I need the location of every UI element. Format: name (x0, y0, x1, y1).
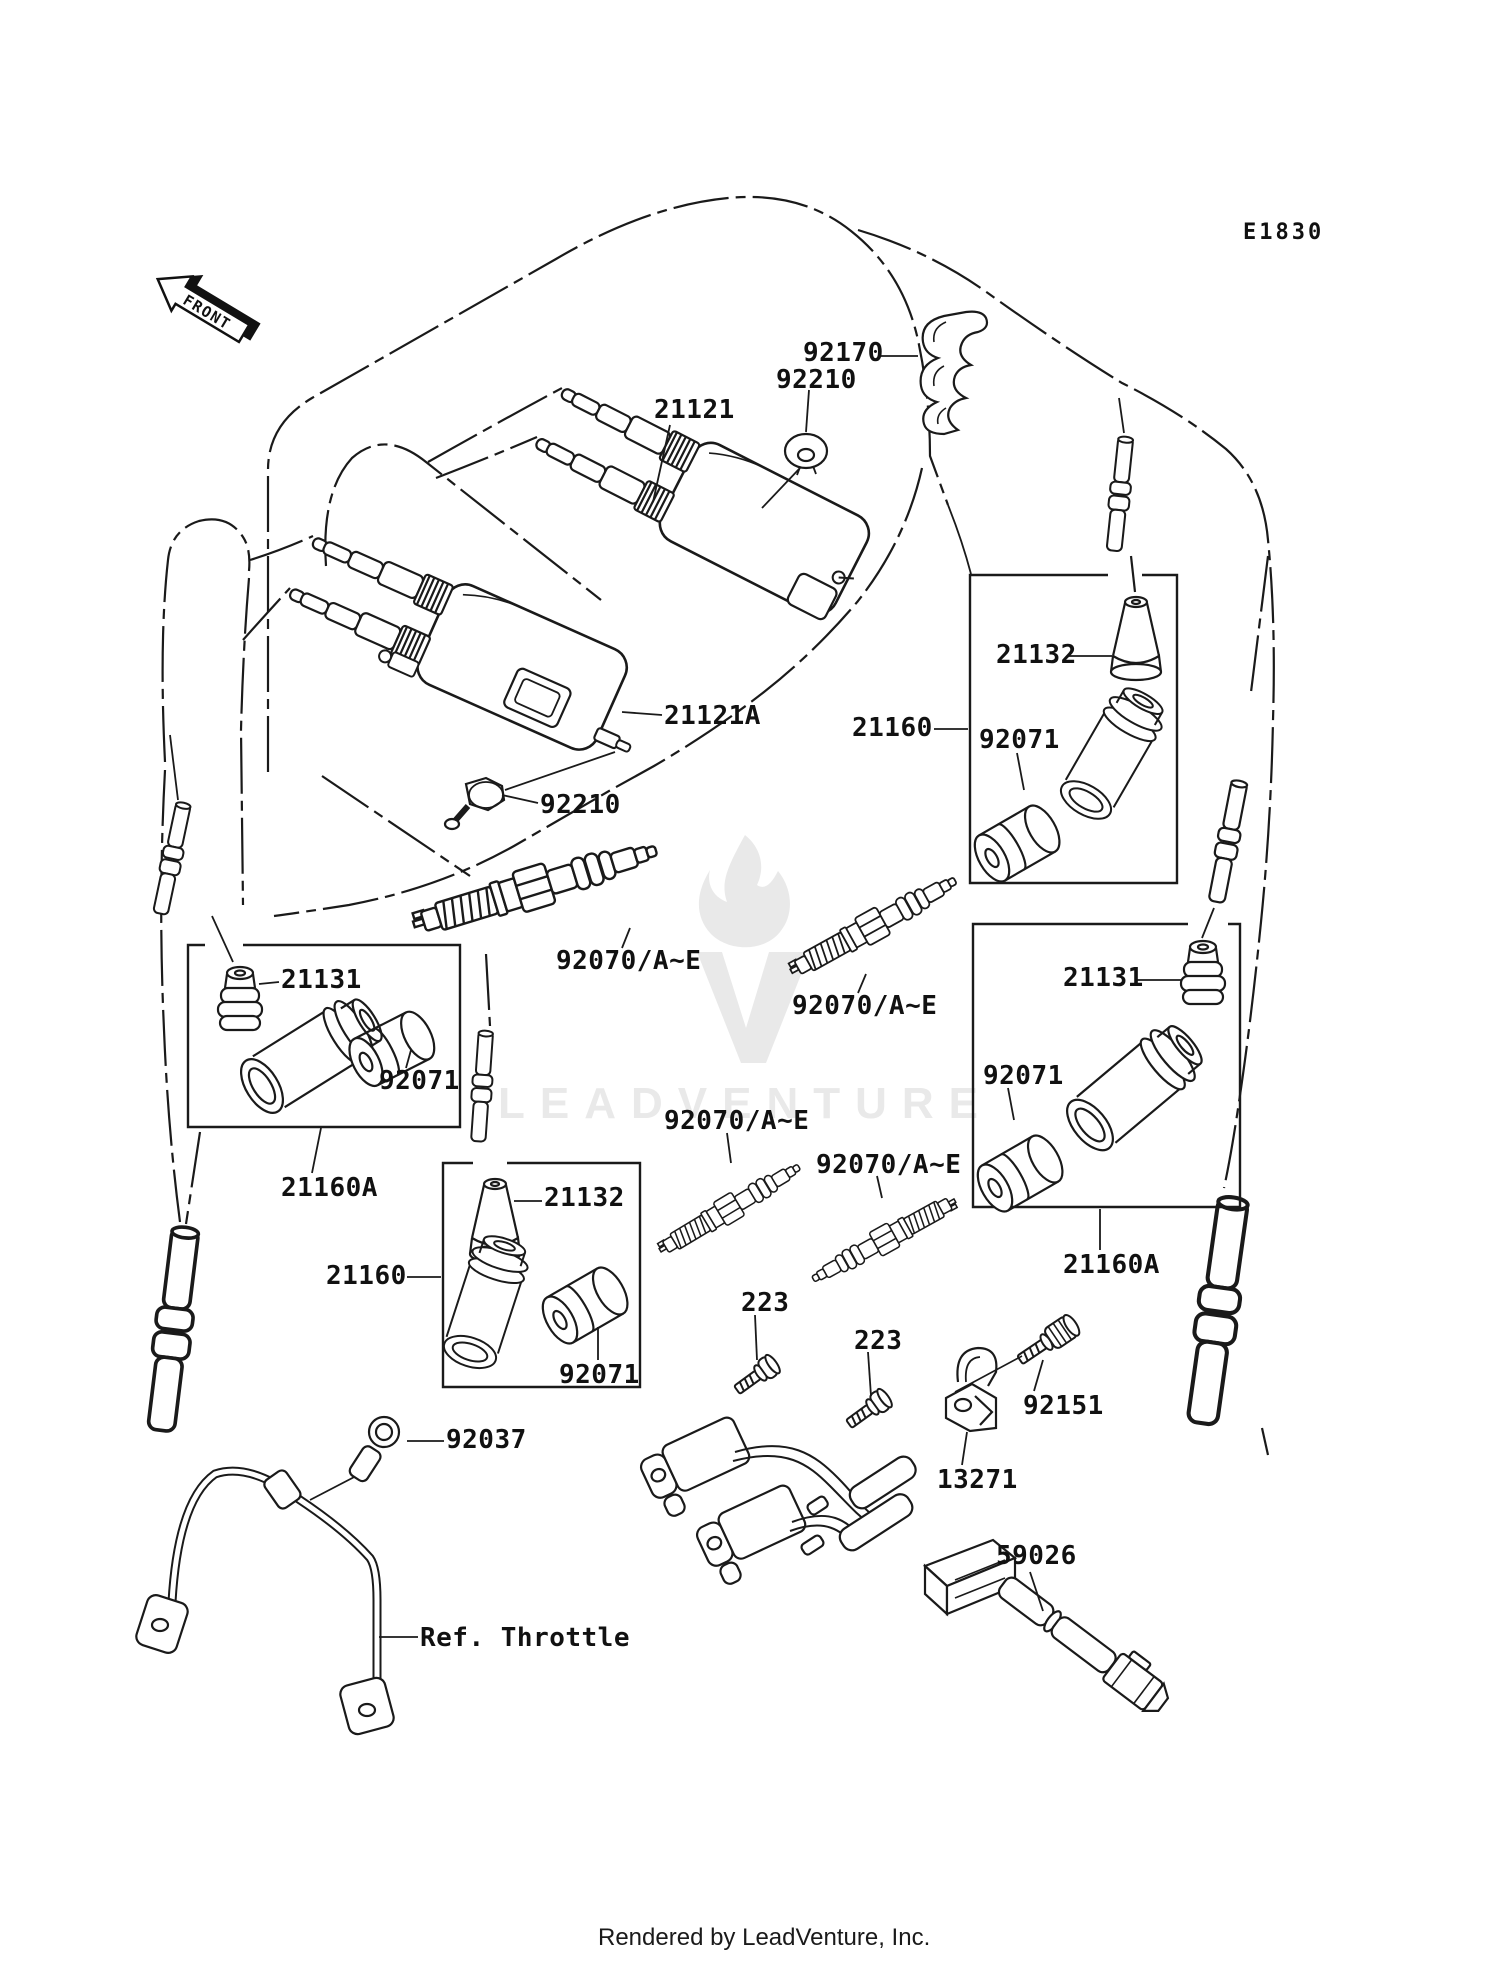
throttle-cable-bracket (135, 1466, 395, 1736)
part-label-223-b: 223 (854, 1326, 903, 1356)
plug-wire-right-lower (1182, 1195, 1254, 1426)
part-label-21121: 21121 (654, 395, 735, 425)
part-label-21132-right: 21132 (996, 640, 1077, 670)
part-label-ref-throttle: Ref. Throttle (420, 1623, 630, 1653)
box-21160A-left (186, 943, 462, 1129)
spark-plug-3 (652, 1154, 807, 1263)
pickup-coil-1 (639, 1416, 751, 1517)
leadventure-watermark: LEADVENTURE (498, 835, 993, 1128)
assembly-boxes (186, 573, 1242, 1389)
leader-lines (211, 355, 1215, 1638)
part-label-92070-4: 92070/A~E (816, 1150, 962, 1180)
cone-21132-right (1109, 595, 1163, 682)
engine-ghost-outlines (160, 195, 1275, 1456)
part-label-92070-1: 92070/A~E (556, 946, 702, 976)
watermark-text: LEADVENTURE (498, 1079, 993, 1128)
spark-plug-2 (782, 866, 964, 986)
screw-92151 (1016, 1313, 1081, 1365)
boot-21131-right (1179, 939, 1227, 1006)
clamp-92037 (348, 1415, 401, 1483)
spark-plug-4 (805, 1188, 963, 1292)
front-direction-arrow: FRONT (155, 274, 261, 344)
plug-cap-right (1052, 679, 1174, 829)
harness-tube-59026 (997, 1576, 1170, 1713)
clamp-13271 (944, 1346, 1023, 1433)
damper-92071-mid (534, 1260, 636, 1351)
part-label-21160A-left: 21160A (281, 1173, 378, 1203)
part-label-21160-mid: 21160 (326, 1261, 407, 1291)
part-label-92210-mid: 92210 (540, 790, 621, 820)
plug-wire-center (467, 1029, 497, 1144)
part-label-92151: 92151 (1023, 1391, 1104, 1421)
plug-wire-right-upper (1102, 434, 1138, 553)
part-label-13271: 13271 (937, 1465, 1018, 1495)
part-label-92070-3: 92070/A~E (664, 1106, 810, 1136)
grommet-92210 (783, 432, 829, 476)
screw-223-b (841, 1385, 896, 1434)
part-label-92071-right-1: 92071 (979, 725, 1060, 755)
part-label-21132-mid: 21132 (544, 1183, 625, 1213)
part-label-92071-mid: 92071 (559, 1360, 640, 1390)
part-label-92070-2: 92070/A~E (792, 991, 938, 1021)
clip-92170 (919, 310, 989, 436)
part-label-92210-top: 92210 (776, 365, 857, 395)
part-label-21131-right: 21131 (1063, 963, 1144, 993)
part-label-21121A: 21121A (664, 701, 761, 731)
ghost-connectors (169, 397, 1125, 801)
plug-wire-left-lower (140, 1223, 206, 1435)
part-label-92037: 92037 (446, 1425, 527, 1455)
harness-connector-block (922, 1538, 1018, 1617)
damper-92071-right-1 (966, 798, 1068, 889)
pickup-coil-2 (695, 1484, 807, 1585)
box-21160A-right (971, 922, 1242, 1209)
plug-cap-right-2 (1056, 1014, 1213, 1161)
spark-plug-1 (406, 829, 664, 946)
part-label-223-a: 223 (741, 1288, 790, 1318)
part-label-21160A-right: 21160A (1063, 1250, 1160, 1280)
part-label-92170: 92170 (803, 338, 884, 368)
ignition-coil-21121A (280, 519, 665, 769)
plug-cap-mid (437, 1229, 536, 1376)
bolt-92210 (443, 776, 506, 831)
boot-21131-left (216, 965, 264, 1032)
plug-wire-left-upper (149, 799, 195, 917)
part-label-59026: 59026 (996, 1541, 1077, 1571)
part-label-92071-right-2: 92071 (983, 1061, 1064, 1091)
part-label-21160-right: 21160 (852, 713, 933, 743)
box-21160-mid (441, 1161, 642, 1389)
part-label-92071-left: 92071 (379, 1066, 460, 1096)
box-21160-right (968, 573, 1179, 885)
ignition-coil-21121 (524, 371, 880, 625)
part-label-21131-left: 21131 (281, 965, 362, 995)
harness-sleeves (800, 1455, 917, 1556)
plug-wire-right-mid (1204, 777, 1252, 905)
damper-92071-right-2 (969, 1128, 1071, 1219)
diagram-code: E1830 (1243, 220, 1325, 245)
rendered-by-footer: Rendered by LeadVenture, Inc. (598, 1924, 931, 1951)
